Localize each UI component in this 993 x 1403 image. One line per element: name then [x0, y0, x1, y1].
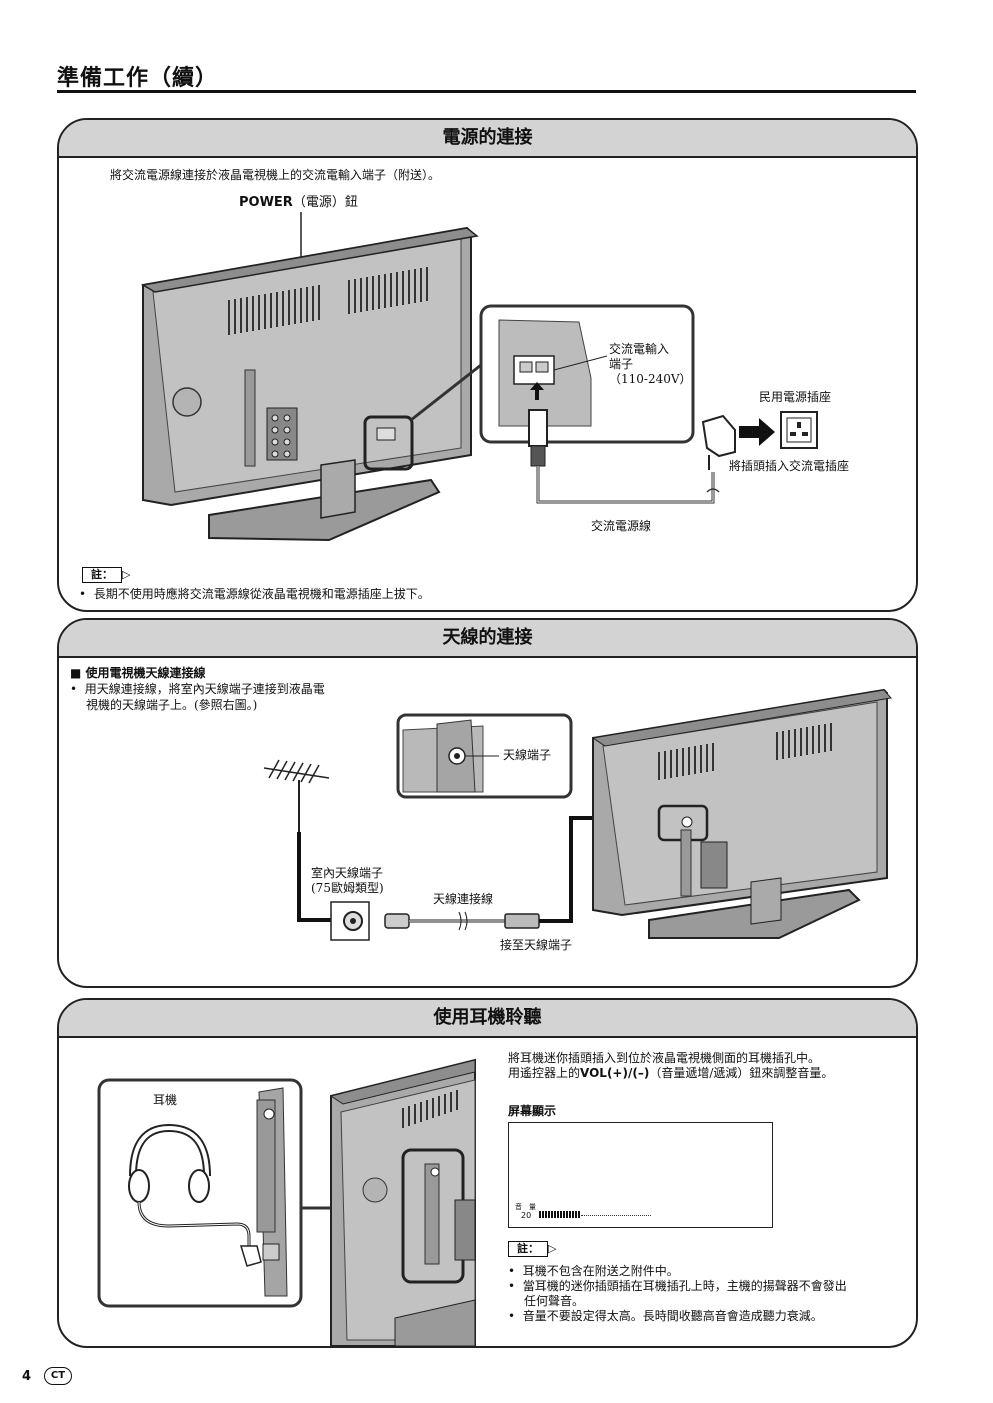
lang-code-badge: CT [44, 1367, 72, 1385]
antenna-terminal-label: 天線端子 [503, 748, 552, 762]
power-panel: 電源的連接 將交流電源線連接於液晶電視機上的交流電輸入端子（附送）。 POWER… [57, 118, 918, 612]
headphone-note-2-cont: 任何聲音。 [524, 1294, 585, 1308]
antenna-heading: 天線的連接 [59, 620, 916, 658]
headphone-diagram [97, 1058, 476, 1346]
power-intro: 將交流電源線連接於液晶電視機上的交流電輸入端子（附送）。 [110, 168, 441, 182]
ac-input-label-3: （110-240V） [609, 372, 692, 386]
volume-bar-remaining [581, 1215, 651, 1216]
headphone-note-3: • 音量不要設定得太高。長時間收聽高音會造成聽力衰減。 [508, 1309, 823, 1323]
headphone-note-1: • 耳機不包含在附送之附件中。 [508, 1264, 679, 1278]
headphone-label: 耳機 [153, 1093, 178, 1107]
outlet-label: 民用電源插座 [759, 390, 832, 404]
ac-input-label-2: 端子 [609, 357, 634, 371]
headphone-heading: 使用耳機聆聽 [59, 1000, 916, 1038]
antenna-panel: 天線的連接 ■ 使用電視機天線連接線 • 用天線連接線，將室內天線端子連接到液晶… [57, 618, 918, 988]
title-rule [57, 90, 916, 93]
ac-input-label-1: 交流電輸入 [609, 342, 670, 356]
power-note: • 長期不使用時應將交流電源線從液晶電視機和電源插座上拔下。 [79, 587, 430, 601]
power-button-label: POWER（電源）鈕 [239, 195, 358, 210]
indoor-terminal-label-1: 室內天線端子 [311, 866, 384, 880]
power-note-badge: 註：▷ [82, 567, 130, 583]
volume-value: 20 [521, 1211, 532, 1220]
insert-plug-label: 將插頭插入交流電插座 [729, 459, 850, 473]
cable-label: 天線連接線 [433, 892, 494, 906]
power-diagram [140, 212, 818, 542]
headphone-note-badge: 註：▷ [508, 1241, 556, 1257]
page-number: 4 [22, 1369, 32, 1384]
cord-label: 交流電源線 [591, 519, 652, 533]
headphone-panel: 使用耳機聆聽 耳機 將耳 [57, 998, 918, 1348]
screen-display-title: 屏幕顯示 [508, 1104, 557, 1118]
antenna-bullet-2: 視機的天線端子上。(參照右圖。) [86, 698, 258, 712]
to-terminal-label: 接至天線端子 [500, 938, 573, 952]
indoor-terminal-label-2: (75歐姆類型) [311, 881, 384, 895]
power-heading: 電源的連接 [59, 120, 916, 158]
headphone-desc-2: 用遙控器上的VOL(+)/(–)（音量遞增/遞減）鈕來調整音量。 [508, 1066, 834, 1080]
volume-bar-fill [539, 1211, 581, 1218]
antenna-bullet-1: • 用天線連接線，將室內天線端子連接到液晶電 [70, 682, 325, 696]
headphone-note-2: • 當耳機的迷你插頭插在耳機插孔上時，主機的揚聲器不會發出 [508, 1279, 847, 1293]
antenna-subheading: ■ 使用電視機天線連接線 [70, 666, 206, 680]
headphone-desc-1: 將耳機迷你插頭插入到位於液晶電視機側面的耳機插孔中。 [508, 1051, 821, 1065]
antenna-diagram [263, 688, 892, 941]
screen-display-box: 音 量 20 [508, 1122, 773, 1228]
volume-label: 音 量 [515, 1203, 536, 1211]
page-title: 準備工作（續） [57, 66, 219, 91]
